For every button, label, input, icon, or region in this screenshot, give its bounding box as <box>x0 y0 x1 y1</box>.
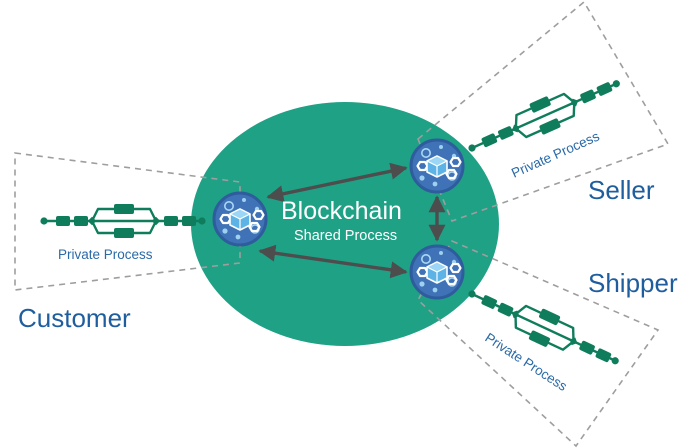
seller-node-icon <box>409 138 465 194</box>
customer-seller-arrow <box>266 162 408 203</box>
customer-process-pipeline <box>39 202 207 240</box>
customer-private-process-label: Private Process <box>58 247 153 262</box>
customer-shipper-arrow <box>258 244 408 279</box>
shipper-node-icon <box>409 244 465 300</box>
shared-process-label: Shared Process <box>294 228 397 244</box>
customer-node-icon <box>212 191 268 247</box>
shipper-label: Shipper <box>588 268 678 298</box>
shipper-private-process-label: Private Process <box>482 330 570 394</box>
seller-private-region <box>417 0 670 223</box>
blockchain-title: Blockchain <box>281 197 402 225</box>
customer-label: Customer <box>18 303 131 333</box>
seller-label: Seller <box>588 175 655 205</box>
shipper-private-region <box>416 239 660 448</box>
